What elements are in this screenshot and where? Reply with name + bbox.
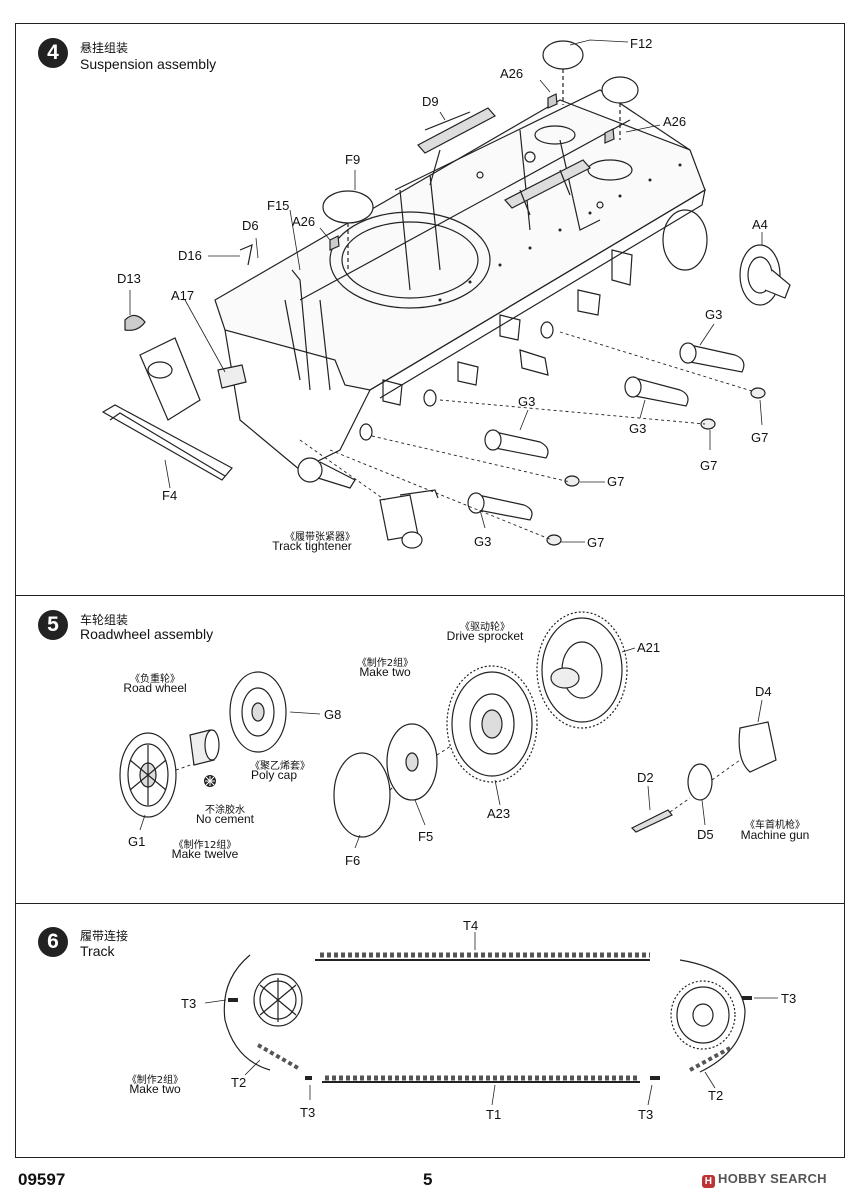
engine-grille-d9 (417, 107, 591, 216)
part-label: D9 (422, 94, 439, 109)
part-label: T2 (231, 1075, 247, 1090)
make-two-label-en: Make two (129, 1082, 181, 1096)
track-tightener-label-cn: 《履带张紧器》 (285, 532, 355, 543)
part-label: A26 (663, 114, 687, 129)
section-divider (15, 595, 845, 596)
part-label: A26 (292, 214, 316, 229)
part-label: F4 (162, 488, 178, 503)
part-label: A26 (500, 66, 524, 81)
step-title-en: Suspension assembly (80, 56, 217, 72)
drive-sprocket-label-cn: 《驱动轮》 (460, 622, 510, 633)
part-label: D6 (242, 218, 259, 233)
part-label: T3 (781, 991, 797, 1006)
track-tightener-label-en: Track tightener (272, 539, 352, 553)
step-title-cn: 车轮组装 (80, 613, 129, 627)
part-label: F9 (345, 152, 361, 167)
make-two-label-cn: 《制作2组》 (356, 658, 414, 669)
part-label: T1 (486, 1107, 502, 1122)
track-loop (223, 952, 752, 1083)
no-cement-label-cn: 不涂胶水 (205, 805, 245, 816)
step-number-badge: 5 (38, 610, 68, 640)
part-label: T3 (181, 996, 197, 1011)
part-label: G7 (587, 535, 605, 550)
part-label: D5 (697, 827, 714, 842)
road-wheel-label-cn: 《负重轮》 (130, 674, 180, 685)
part-label: F5 (418, 829, 434, 844)
sprocket-a23 (446, 665, 538, 783)
section-divider (15, 903, 845, 904)
part-label: G3 (518, 394, 536, 409)
part-label: G7 (751, 430, 769, 445)
step-title-en: Track (80, 943, 115, 959)
part-label: A21 (637, 640, 661, 655)
part-label: G8 (324, 707, 342, 722)
part-label: A4 (752, 217, 768, 232)
part-label: D16 (178, 248, 202, 263)
part-label: F12 (630, 36, 653, 51)
drive-sprocket-label-en: Drive sprocket (446, 629, 524, 643)
make-twelve-label-cn: 《制作12组》 (173, 840, 237, 851)
part-label: G3 (705, 307, 723, 322)
hobby-search-logo-icon: H (702, 1175, 715, 1188)
part-label: G3 (629, 421, 647, 436)
part-label: D2 (637, 770, 654, 785)
make-twelve-label-en: Make twelve (171, 847, 239, 861)
track-tightener (297, 439, 439, 549)
sprocket-a21 (536, 611, 628, 729)
part-label: T3 (638, 1107, 654, 1122)
watermark-text: HOBBY SEARCH (718, 1171, 827, 1186)
part-label: F6 (345, 853, 361, 868)
step-number-badge: 6 (38, 927, 68, 957)
product-code: 09597 (18, 1170, 66, 1189)
step-title-cn: 履带连接 (80, 929, 129, 943)
part-label: A17 (171, 288, 195, 303)
part-label: G3 (474, 534, 492, 549)
no-cement-label-en: No cement (195, 812, 255, 826)
make-two-label-cn: 《制作2组》 (126, 1075, 184, 1086)
part-label: T3 (300, 1105, 316, 1120)
step-number-badge: 4 (38, 38, 68, 68)
no-cement-icon (204, 775, 216, 787)
part-label: G7 (607, 474, 625, 489)
road-wheel-label-en: Road wheel (123, 681, 187, 695)
part-label: D4 (755, 684, 772, 699)
part-label: G7 (700, 458, 718, 473)
poly-cap-label-cn: 《聚乙烯套》 (250, 761, 310, 772)
make-two-label-en: Make two (359, 665, 411, 679)
instruction-frame (15, 23, 845, 1158)
suspension-arms (329, 249, 766, 546)
hull-body (214, 89, 706, 471)
page-number: 5 (423, 1170, 433, 1189)
roadwheel-g1 (119, 732, 206, 818)
part-label: A23 (487, 806, 511, 821)
machine-gun-label-en: Machine gun (740, 828, 810, 842)
part-label: T4 (463, 918, 479, 933)
part-label: G1 (128, 834, 146, 849)
poly-cap-label-en: Poly cap (250, 768, 298, 782)
part-label: T2 (708, 1088, 724, 1103)
part-label: D13 (117, 271, 141, 286)
part-label: F15 (267, 198, 290, 213)
step-title-en: Roadwheel assembly (80, 626, 214, 642)
machine-gun-label-cn: 《车首机枪》 (745, 820, 805, 831)
step-title-cn: 悬挂组装 (80, 41, 129, 55)
